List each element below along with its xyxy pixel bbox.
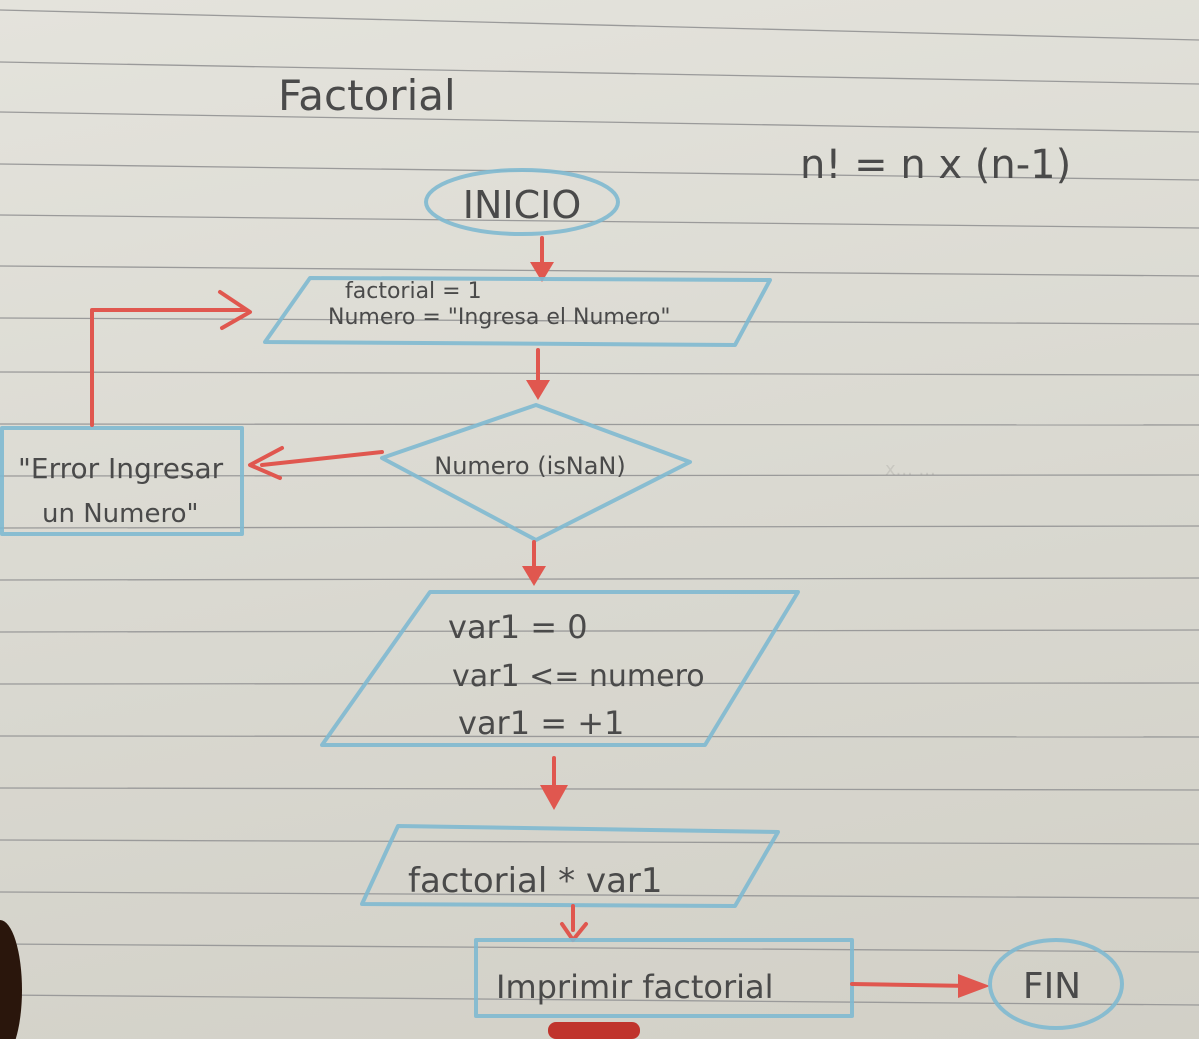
loop-node: var1 = 0 var1 <= numero var1 = +1 bbox=[320, 590, 800, 747]
page-title: Factorial bbox=[278, 71, 456, 120]
process-node: factorial * var1 bbox=[360, 824, 780, 908]
decision-node: Numero (isNaN) bbox=[380, 403, 692, 542]
end-label: FIN bbox=[1023, 966, 1081, 1007]
error-node: "Error Ingresar un Numero" bbox=[0, 426, 244, 536]
factorial-formula: n! = n x (n-1) bbox=[800, 142, 1071, 188]
start-label: INICIO bbox=[463, 183, 582, 227]
ruled-lines bbox=[0, 9, 1199, 1006]
arrow-output-to-end bbox=[850, 974, 990, 998]
arrow-init-to-decision bbox=[526, 348, 550, 400]
init-line-1: factorial = 1 bbox=[345, 279, 482, 304]
init-node: factorial = 1 Numero = "Ingresa el Numer… bbox=[263, 276, 772, 347]
arrow-decision-to-error bbox=[248, 446, 384, 480]
loop-line-1: var1 = 0 bbox=[448, 608, 588, 646]
red-object-edge bbox=[548, 1022, 640, 1039]
init-line-2: Numero = "Ingresa el Numero" bbox=[328, 305, 671, 330]
finger-edge bbox=[0, 920, 22, 1039]
start-node: INICIO bbox=[424, 168, 620, 236]
end-node: FIN bbox=[988, 938, 1124, 1030]
arrow-loop-to-process bbox=[540, 756, 568, 810]
error-line-2: un Numero" bbox=[42, 499, 198, 529]
loop-line-3: var1 = +1 bbox=[458, 704, 624, 742]
error-line-1: "Error Ingresar bbox=[18, 452, 224, 485]
decision-label: Numero (isNaN) bbox=[434, 452, 625, 480]
output-label: Imprimir factorial bbox=[496, 968, 774, 1006]
arrow-decision-to-loop bbox=[522, 540, 546, 586]
faint-note: x... ... bbox=[885, 459, 936, 480]
arrow-process-to-output bbox=[560, 904, 588, 942]
arrow-start-to-init bbox=[530, 236, 554, 282]
arrow-error-loop-back bbox=[90, 290, 252, 427]
loop-line-2: var1 <= numero bbox=[452, 659, 705, 694]
output-node: Imprimir factorial bbox=[474, 938, 854, 1018]
process-label: factorial * var1 bbox=[408, 861, 663, 901]
